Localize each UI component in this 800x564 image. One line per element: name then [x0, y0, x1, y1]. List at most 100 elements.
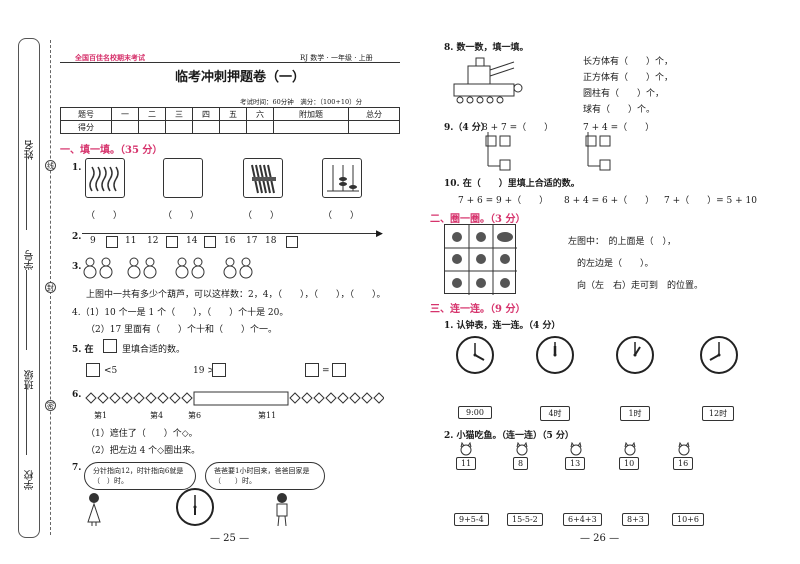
- nl-num: 18: [265, 236, 277, 246]
- abacus-picture: [322, 158, 362, 198]
- abacus-icon: [327, 165, 359, 192]
- q10-label: 10. 在（ ）里填上合适的数。: [444, 179, 580, 189]
- q1-blank-1[interactable]: （ ）: [86, 211, 123, 221]
- sticks-picture: [243, 158, 283, 198]
- nl-num: 14: [186, 236, 198, 246]
- q7-label: 7.: [72, 463, 82, 473]
- q1-blank-3[interactable]: （ ）: [243, 211, 280, 221]
- cat-4: [620, 441, 640, 472]
- nl-blank[interactable]: [286, 236, 298, 248]
- badge: 全国百佳名校期末考试: [75, 53, 145, 62]
- speech-bubble-2: 爸爸要1小时回来，爸爸回家是（ ）时。: [205, 462, 325, 490]
- q9-label: 9.（4 分）: [444, 123, 490, 133]
- school-label: 学校: [25, 470, 36, 490]
- time-option-1[interactable]: 9:00: [458, 406, 492, 419]
- q4-part-2: （2）17 里面有（ ）个十和（ ）个一。: [86, 325, 278, 335]
- sec2-line-3: 向（左 右）走可到 的位置。: [568, 281, 704, 291]
- q5-label: 5. 在: [72, 345, 94, 355]
- cat-number-2[interactable]: 8: [513, 457, 529, 470]
- q5-instruction: 里填合适的数。: [122, 345, 186, 355]
- gourds-icon: [83, 257, 253, 279]
- diamond-row-icon: [85, 391, 384, 406]
- sec2-line-1: 左图中： 的上面是（ ），: [568, 237, 677, 247]
- nl-num: 12: [147, 236, 159, 246]
- cat-icon: [624, 441, 636, 456]
- block-train-icon: [453, 57, 523, 104]
- clock-face-icon: [553, 342, 557, 357]
- nl-blank[interactable]: [204, 236, 216, 248]
- q10-expr-1: 7 + 6 = 9 +（ ）: [458, 196, 549, 206]
- page-number-left: — 25 —: [210, 533, 250, 544]
- page-title: 临考冲刺押题卷（一）: [174, 70, 305, 85]
- time-option-2[interactable]: 4时: [540, 406, 570, 421]
- time-option-4[interactable]: 12时: [702, 406, 734, 421]
- nl-num: 16: [224, 236, 236, 246]
- animal-grid-icon: [445, 225, 517, 295]
- table-row: 题号一二三四五六附加题总分: [60, 107, 400, 121]
- q5-blank-3[interactable]: [305, 363, 319, 377]
- page-number-right: — 26 —: [580, 533, 620, 544]
- arrow-right-icon: ▶: [376, 229, 383, 239]
- fish-expr-1[interactable]: 9+5-4: [454, 513, 489, 526]
- nl-blank[interactable]: [166, 236, 178, 248]
- q6-mark-1: 第1: [94, 411, 108, 420]
- clock-4: [700, 336, 738, 374]
- q5-blank-1[interactable]: [86, 363, 100, 377]
- boy-icon: [276, 493, 288, 526]
- cat-icon: [460, 441, 472, 456]
- q3-2-label: 2. 小猫吃鱼。（连一连）（5 分）: [444, 431, 574, 441]
- clock-face-icon: [709, 342, 721, 361]
- section-1-title: 一、填一填。（35 分）: [60, 145, 163, 156]
- q9-expr-2: 7 + 4 =（ ）: [583, 123, 655, 133]
- q3-label: 3.: [72, 262, 82, 272]
- nl-num: 9: [90, 236, 96, 246]
- fish-expr-3[interactable]: 6+4+3: [563, 513, 602, 526]
- sec2-line-2: 的左边是（ ）。: [568, 259, 654, 269]
- decompose-tree-1: [485, 132, 511, 171]
- nl-blank[interactable]: [106, 236, 118, 248]
- feng-mark: 封: [45, 282, 56, 293]
- cat-icon: [516, 441, 528, 456]
- student-number-label: 学号: [25, 250, 36, 270]
- q6-mark-3: 第6: [188, 411, 202, 420]
- q1-blank-2[interactable]: （ ）: [163, 211, 200, 221]
- q8-label: 8. 数一数，填一填。: [444, 43, 529, 53]
- clock-face-icon: [193, 495, 197, 515]
- cat-number-3[interactable]: 13: [565, 457, 586, 470]
- animal-grid: [444, 224, 517, 295]
- q6-part-2: （2）把左边 4 个◇圈出来。: [86, 446, 201, 456]
- q9-expr-1: 8 + 7 =（ ）: [482, 123, 554, 133]
- xian-mark: 线: [45, 160, 56, 171]
- mi-mark: 密: [45, 400, 56, 411]
- fish-expr-4[interactable]: 8+3: [622, 513, 649, 526]
- cat-1: [456, 441, 476, 472]
- q8-line-4: 球有（ ）个。: [583, 105, 656, 115]
- cat-icon: [570, 441, 582, 456]
- cat-2: [512, 441, 532, 472]
- q3-text: 上图中一共有多少个葫芦，可以这样数：2，4，（ ），（ ），（ ）。: [86, 290, 386, 300]
- name-line: [26, 150, 27, 230]
- q5-blank-4[interactable]: [332, 363, 346, 377]
- q8-line-3: 圆柱有（ ）个，: [583, 89, 665, 99]
- q5-expr-2: 19 >: [193, 366, 215, 376]
- time-option-3[interactable]: 1时: [620, 406, 650, 421]
- table-row: 得分: [60, 120, 400, 134]
- stick-bundles-icon: [89, 166, 119, 192]
- clock-3: [616, 336, 654, 374]
- cat-number-5[interactable]: 16: [673, 457, 694, 470]
- fish-expr-2[interactable]: 15-5-2: [507, 513, 543, 526]
- q5-blank-2[interactable]: [212, 363, 226, 377]
- binding-sidebar: [18, 38, 40, 538]
- q5-example-box: [103, 339, 117, 353]
- edition: RJ 数学 · 一年级 · 上册: [300, 54, 373, 62]
- clock-face-icon: [473, 343, 485, 361]
- q6-part-1: （1）遮住了（ ）个◇。: [86, 429, 198, 439]
- q3-1-label: 1. 认钟表，连一连。（4 分）: [444, 321, 561, 331]
- bundle-picture: [85, 158, 125, 198]
- q1-blank-4[interactable]: （ ）: [323, 211, 360, 221]
- stick-bundle-icon: [251, 164, 276, 194]
- decompose-tree-2: [585, 132, 611, 171]
- cat-number-1[interactable]: 11: [456, 457, 477, 470]
- cat-number-4[interactable]: 10: [619, 457, 640, 470]
- fish-expr-5[interactable]: 10+6: [672, 513, 704, 526]
